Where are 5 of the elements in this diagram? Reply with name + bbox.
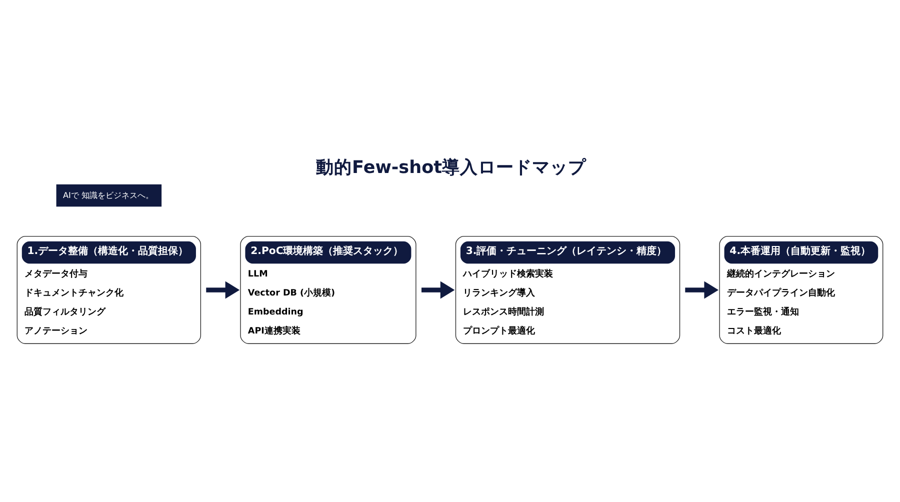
diagram-title: 動的Few-shot導入ロードマップ (316, 157, 586, 178)
label: AIで 知識をビジネスへ。 (63, 189, 154, 200)
arrow (685, 280, 718, 298)
arrow (421, 280, 455, 298)
arrow (206, 280, 240, 298)
